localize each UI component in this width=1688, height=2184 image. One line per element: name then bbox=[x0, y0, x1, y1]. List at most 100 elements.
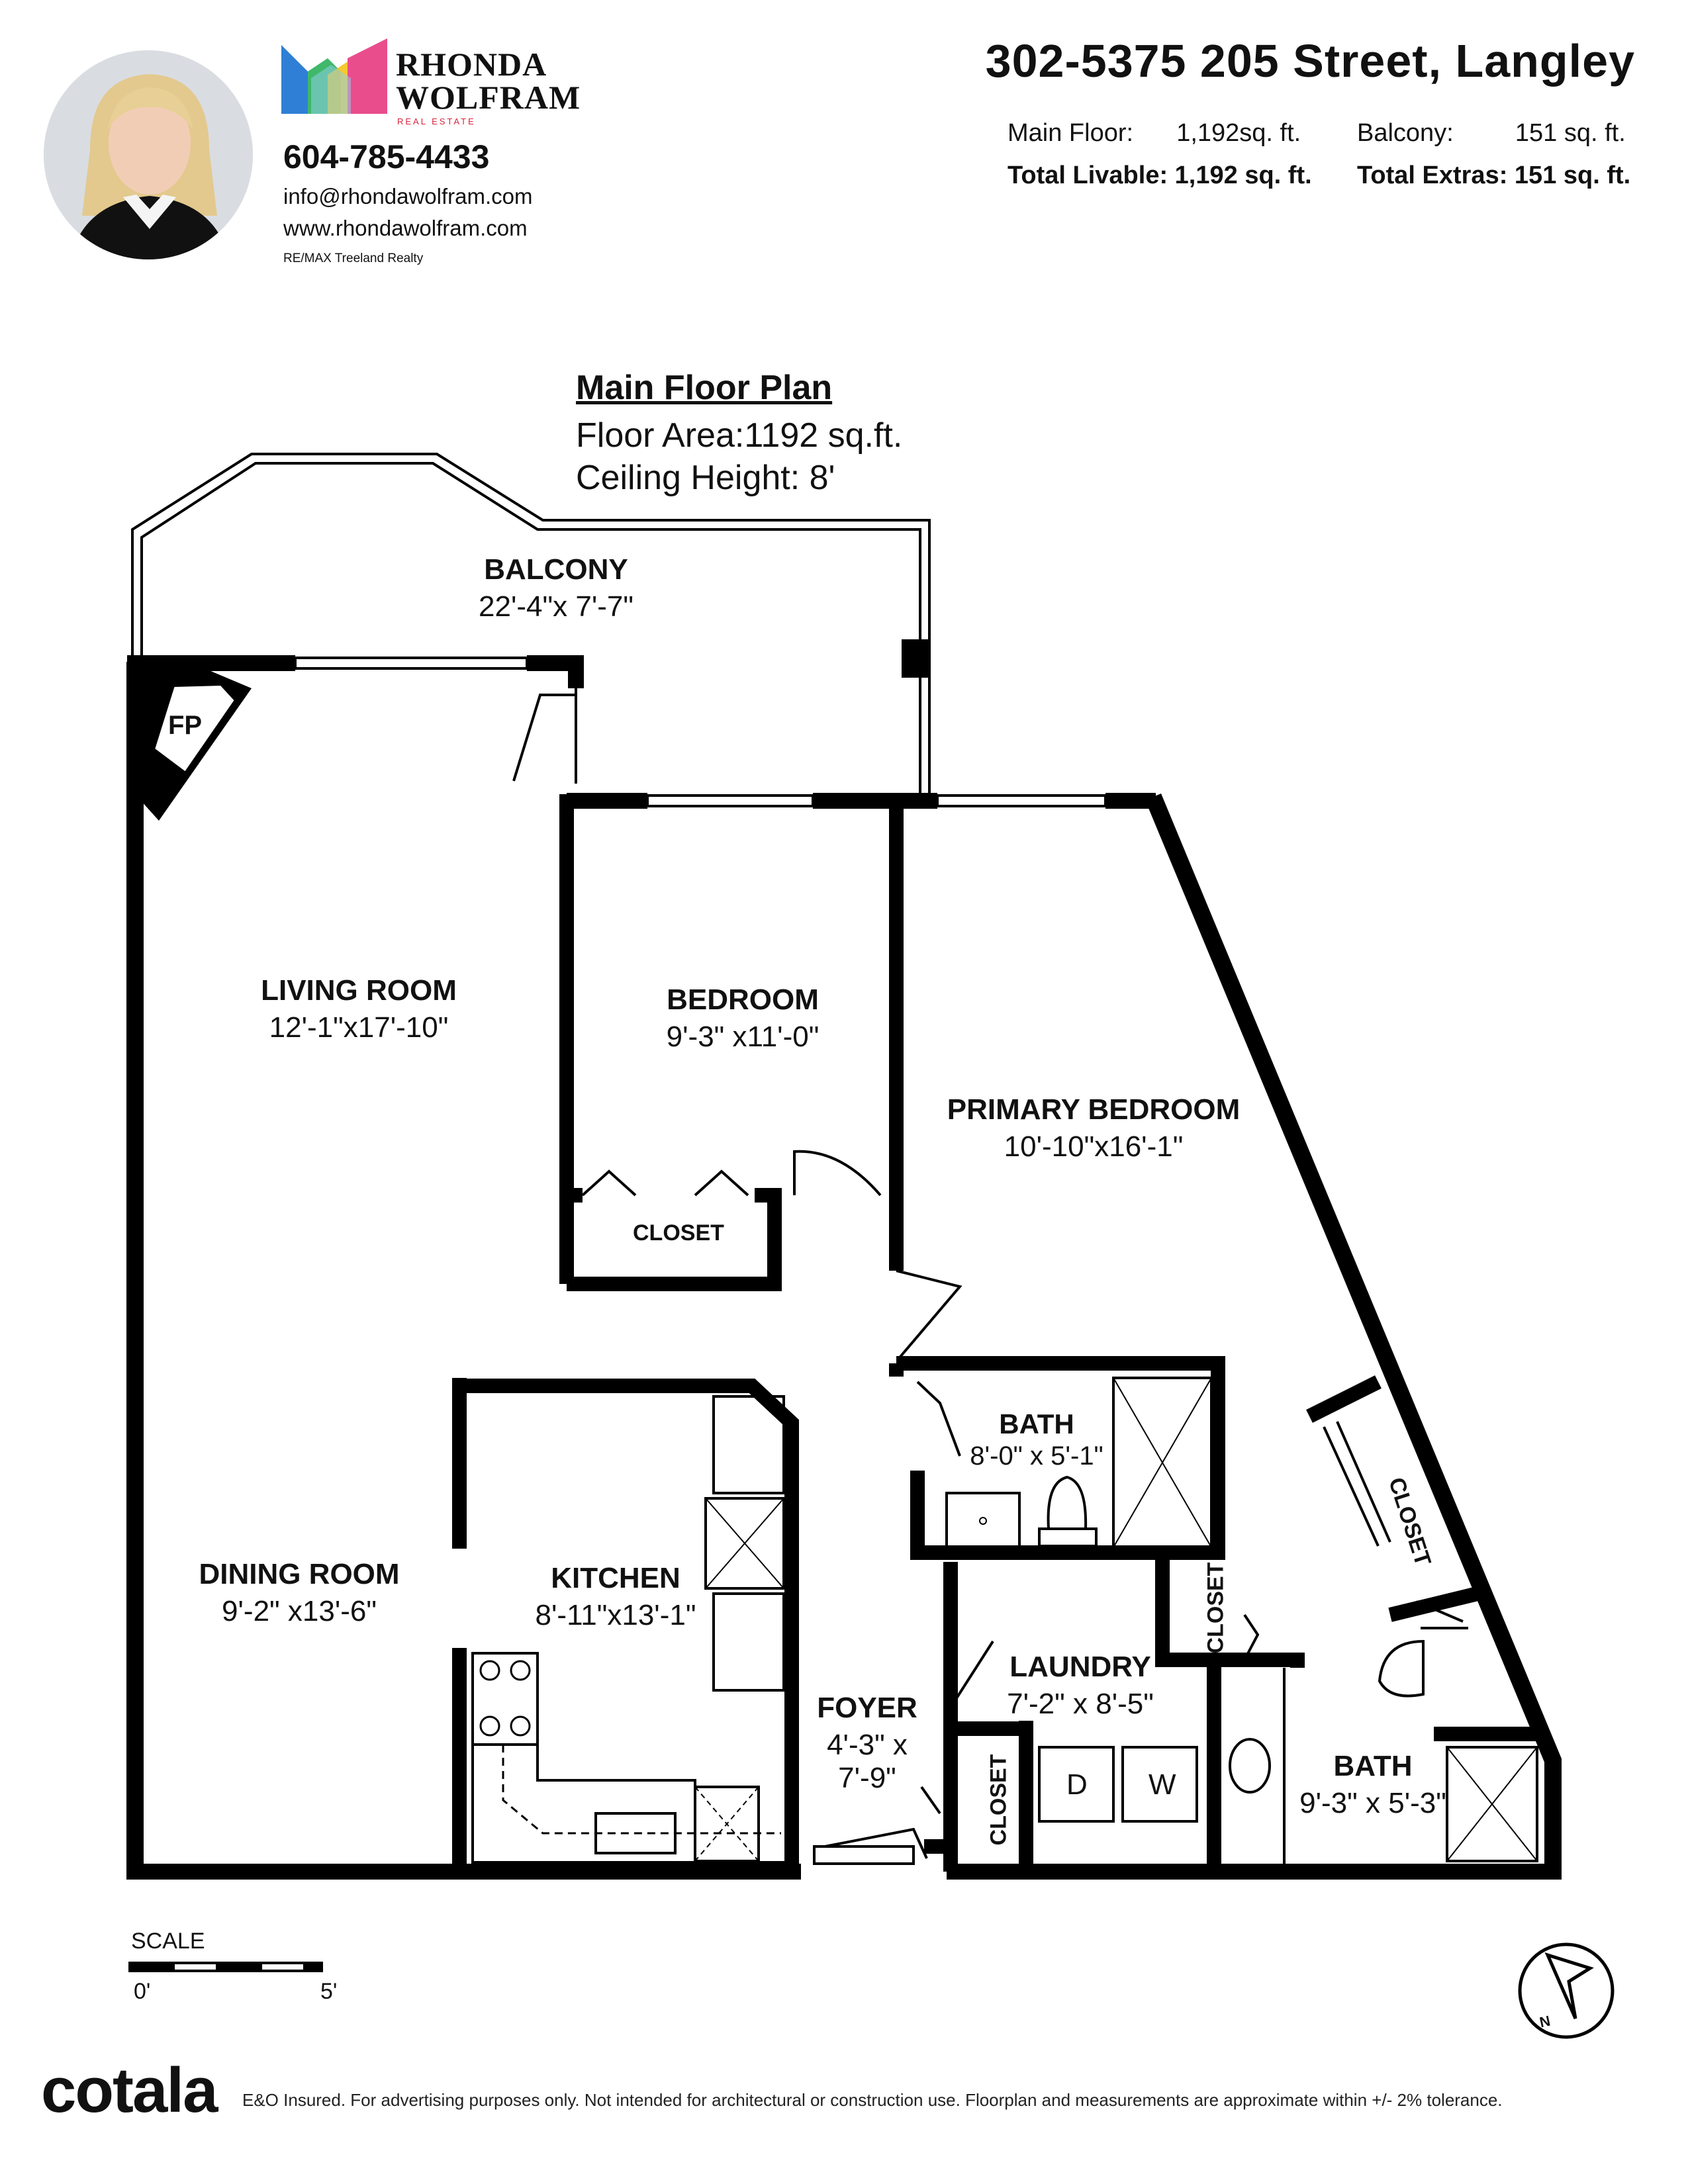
room-dining: DINING ROOM 9'-2" x13'-6" bbox=[199, 1558, 399, 1628]
plan-title: Main Floor Plan bbox=[576, 369, 833, 407]
primary-closet-wall bbox=[1306, 1375, 1382, 1423]
main-floor-unit: sq. ft. bbox=[1239, 119, 1301, 147]
room-bath2-dims: 9'-3" x 5'-3" bbox=[1299, 1787, 1446, 1819]
bath1-vanity bbox=[945, 1492, 1021, 1549]
room-dining-dims: 9'-2" x13'-6" bbox=[222, 1595, 377, 1627]
north-arrow-icon bbox=[1518, 1942, 1615, 2039]
washer bbox=[1121, 1746, 1198, 1823]
room-laundry-dims: 7'-2" x 8'-5" bbox=[1007, 1688, 1154, 1720]
room-laundry: LAUNDRY 7'-2" x 8'-5" bbox=[1007, 1651, 1154, 1721]
bath1-shower bbox=[1112, 1377, 1213, 1549]
upper-cabinet bbox=[712, 1395, 785, 1494]
primary-closet-wall-2 bbox=[1388, 1586, 1479, 1622]
room-bath1-name: BATH bbox=[999, 1408, 1074, 1439]
room-foyer: FOYER 4'-3" x 7'-9" bbox=[817, 1692, 917, 1795]
cotala-logo: cotala bbox=[41, 2055, 218, 2126]
bath1-wall bbox=[896, 1356, 1225, 1560]
room-foyer-dims-2: 7'-9" bbox=[838, 1762, 896, 1794]
primary-closet-doors bbox=[1323, 1421, 1391, 1547]
counter-outline bbox=[471, 1653, 792, 1864]
agent-photo bbox=[44, 50, 253, 259]
balcony-area-row: Balcony: 151 sq. ft. bbox=[1357, 119, 1626, 148]
balcony-area-label: Balcony: bbox=[1357, 119, 1454, 147]
bedroom-window bbox=[646, 794, 814, 807]
balcony-railing bbox=[131, 453, 931, 799]
pantry bbox=[712, 1592, 785, 1692]
living-window bbox=[294, 657, 528, 670]
bedroom-door bbox=[793, 1150, 882, 1197]
washer-label: W bbox=[1149, 1768, 1176, 1801]
agent-email[interactable]: info@rhondawolfram.com bbox=[283, 184, 533, 208]
room-primary-name: PRIMARY BEDROOM bbox=[947, 1093, 1241, 1126]
dishwasher bbox=[694, 1786, 760, 1862]
room-balcony: BALCONY 22'-4"x 7'-7" bbox=[479, 553, 633, 623]
brand-logo-icon bbox=[281, 38, 387, 114]
room-living-name: LIVING ROOM bbox=[261, 974, 457, 1007]
balcony-column bbox=[902, 639, 931, 678]
foyer-wall bbox=[784, 1807, 951, 1880]
bath2-toilet bbox=[1378, 1627, 1468, 1698]
main-floor-label: Main Floor: bbox=[1008, 119, 1134, 147]
total-livable-row: Total Livable: 1,192 sq. ft. bbox=[1008, 161, 1312, 190]
bath2-shower bbox=[1446, 1746, 1538, 1862]
counter-dash bbox=[502, 1745, 781, 1835]
brand-subtitle: REAL ESTATE bbox=[397, 116, 476, 126]
bath2-door bbox=[1416, 1600, 1464, 1623]
balcony-door bbox=[512, 688, 577, 784]
outer-wall-diagonal bbox=[1145, 794, 1562, 1880]
room-bedroom: BEDROOM 9'-3" x11'-0" bbox=[667, 983, 820, 1054]
room-kitchen-dims: 8'-11"x13'-1" bbox=[535, 1599, 696, 1631]
agent-website[interactable]: www.rhondawolfram.com bbox=[283, 216, 528, 240]
laundry-door bbox=[949, 1640, 994, 1709]
brand-line-1: RHONDA bbox=[396, 46, 547, 83]
primary-window bbox=[936, 794, 1107, 807]
primary-door bbox=[896, 1269, 962, 1358]
room-bath2-name: BATH bbox=[1333, 1750, 1413, 1782]
entry-threshold bbox=[813, 1845, 915, 1865]
property-address: 302-5375 205 Street, Langley bbox=[985, 35, 1635, 87]
dryer-label: D bbox=[1066, 1768, 1088, 1801]
bath1-closet-door bbox=[1243, 1614, 1260, 1661]
room-bath1-dims: 8'-0" x 5'-1" bbox=[970, 1441, 1103, 1471]
main-floor-row: Main Floor: 1,192sq. ft. bbox=[1008, 119, 1301, 148]
plan-ceiling-height: Ceiling Height: 8' bbox=[576, 459, 835, 497]
bath2-wall-north bbox=[1211, 1653, 1305, 1668]
bath2-sink bbox=[1229, 1738, 1271, 1794]
bedroom-closet-box bbox=[567, 1188, 782, 1291]
agent-office: RE/MAX Treeland Realty bbox=[283, 251, 424, 265]
total-extras-row: Total Extras: 151 sq. ft. bbox=[1357, 161, 1630, 190]
room-bedroom-name: BEDROOM bbox=[667, 983, 819, 1016]
room-bedroom-dims: 9'-3" x11'-0" bbox=[666, 1021, 820, 1053]
bedroom-closet-doors bbox=[581, 1169, 749, 1197]
brand-line-2: WOLFRAM bbox=[396, 79, 581, 116]
room-bath-2: BATH 9'-3" x 5'-3" bbox=[1299, 1750, 1446, 1820]
balcony-railing-inner bbox=[140, 462, 921, 799]
room-primary-dims: 10'-10"x16'-1" bbox=[1004, 1130, 1184, 1163]
scale-bar bbox=[128, 1962, 323, 1972]
fireplace-label: FP bbox=[168, 711, 203, 740]
entry-door bbox=[818, 1827, 928, 1859]
fridge bbox=[704, 1497, 785, 1590]
room-foyer-dims-1: 4'-3" x bbox=[827, 1729, 908, 1761]
room-dining-name: DINING ROOM bbox=[199, 1558, 400, 1590]
bath-closet-label: CLOSET bbox=[1203, 1562, 1229, 1654]
total-livable-value: 1,192 sq. ft. bbox=[1174, 161, 1312, 189]
total-extras-label: Total Extras: bbox=[1357, 161, 1508, 189]
outer-wall-north-living-2 bbox=[527, 655, 584, 688]
room-living-dims: 12'-1"x17'-10" bbox=[269, 1011, 449, 1044]
room-living: LIVING ROOM 12'-1"x17'-10" bbox=[261, 974, 457, 1044]
disclaimer: E&O Insured. For advertising purposes on… bbox=[242, 2090, 1503, 2110]
total-extras-value: 151 sq. ft. bbox=[1514, 161, 1631, 189]
main-floor-value: 1,192 bbox=[1176, 119, 1240, 147]
brand-name: RHONDA WOLFRAM bbox=[396, 48, 581, 114]
room-foyer-name: FOYER bbox=[817, 1692, 917, 1724]
agent-phone[interactable]: 604-785-4433 bbox=[283, 138, 490, 175]
plan-floor-area: Floor Area:1192 sq.ft. bbox=[576, 416, 903, 455]
balcony-area-unit: sq. ft. bbox=[1564, 119, 1626, 147]
room-primary-bedroom: PRIMARY BEDROOM 10'-10"x16'-1" bbox=[947, 1093, 1240, 1163]
room-balcony-dims: 22'-4"x 7'-7" bbox=[479, 590, 633, 623]
total-livable-label: Total Livable: bbox=[1008, 161, 1168, 189]
room-kitchen: KITCHEN 8'-11"x13'-1" bbox=[536, 1562, 696, 1632]
scale-end: 5' bbox=[320, 1979, 338, 2004]
